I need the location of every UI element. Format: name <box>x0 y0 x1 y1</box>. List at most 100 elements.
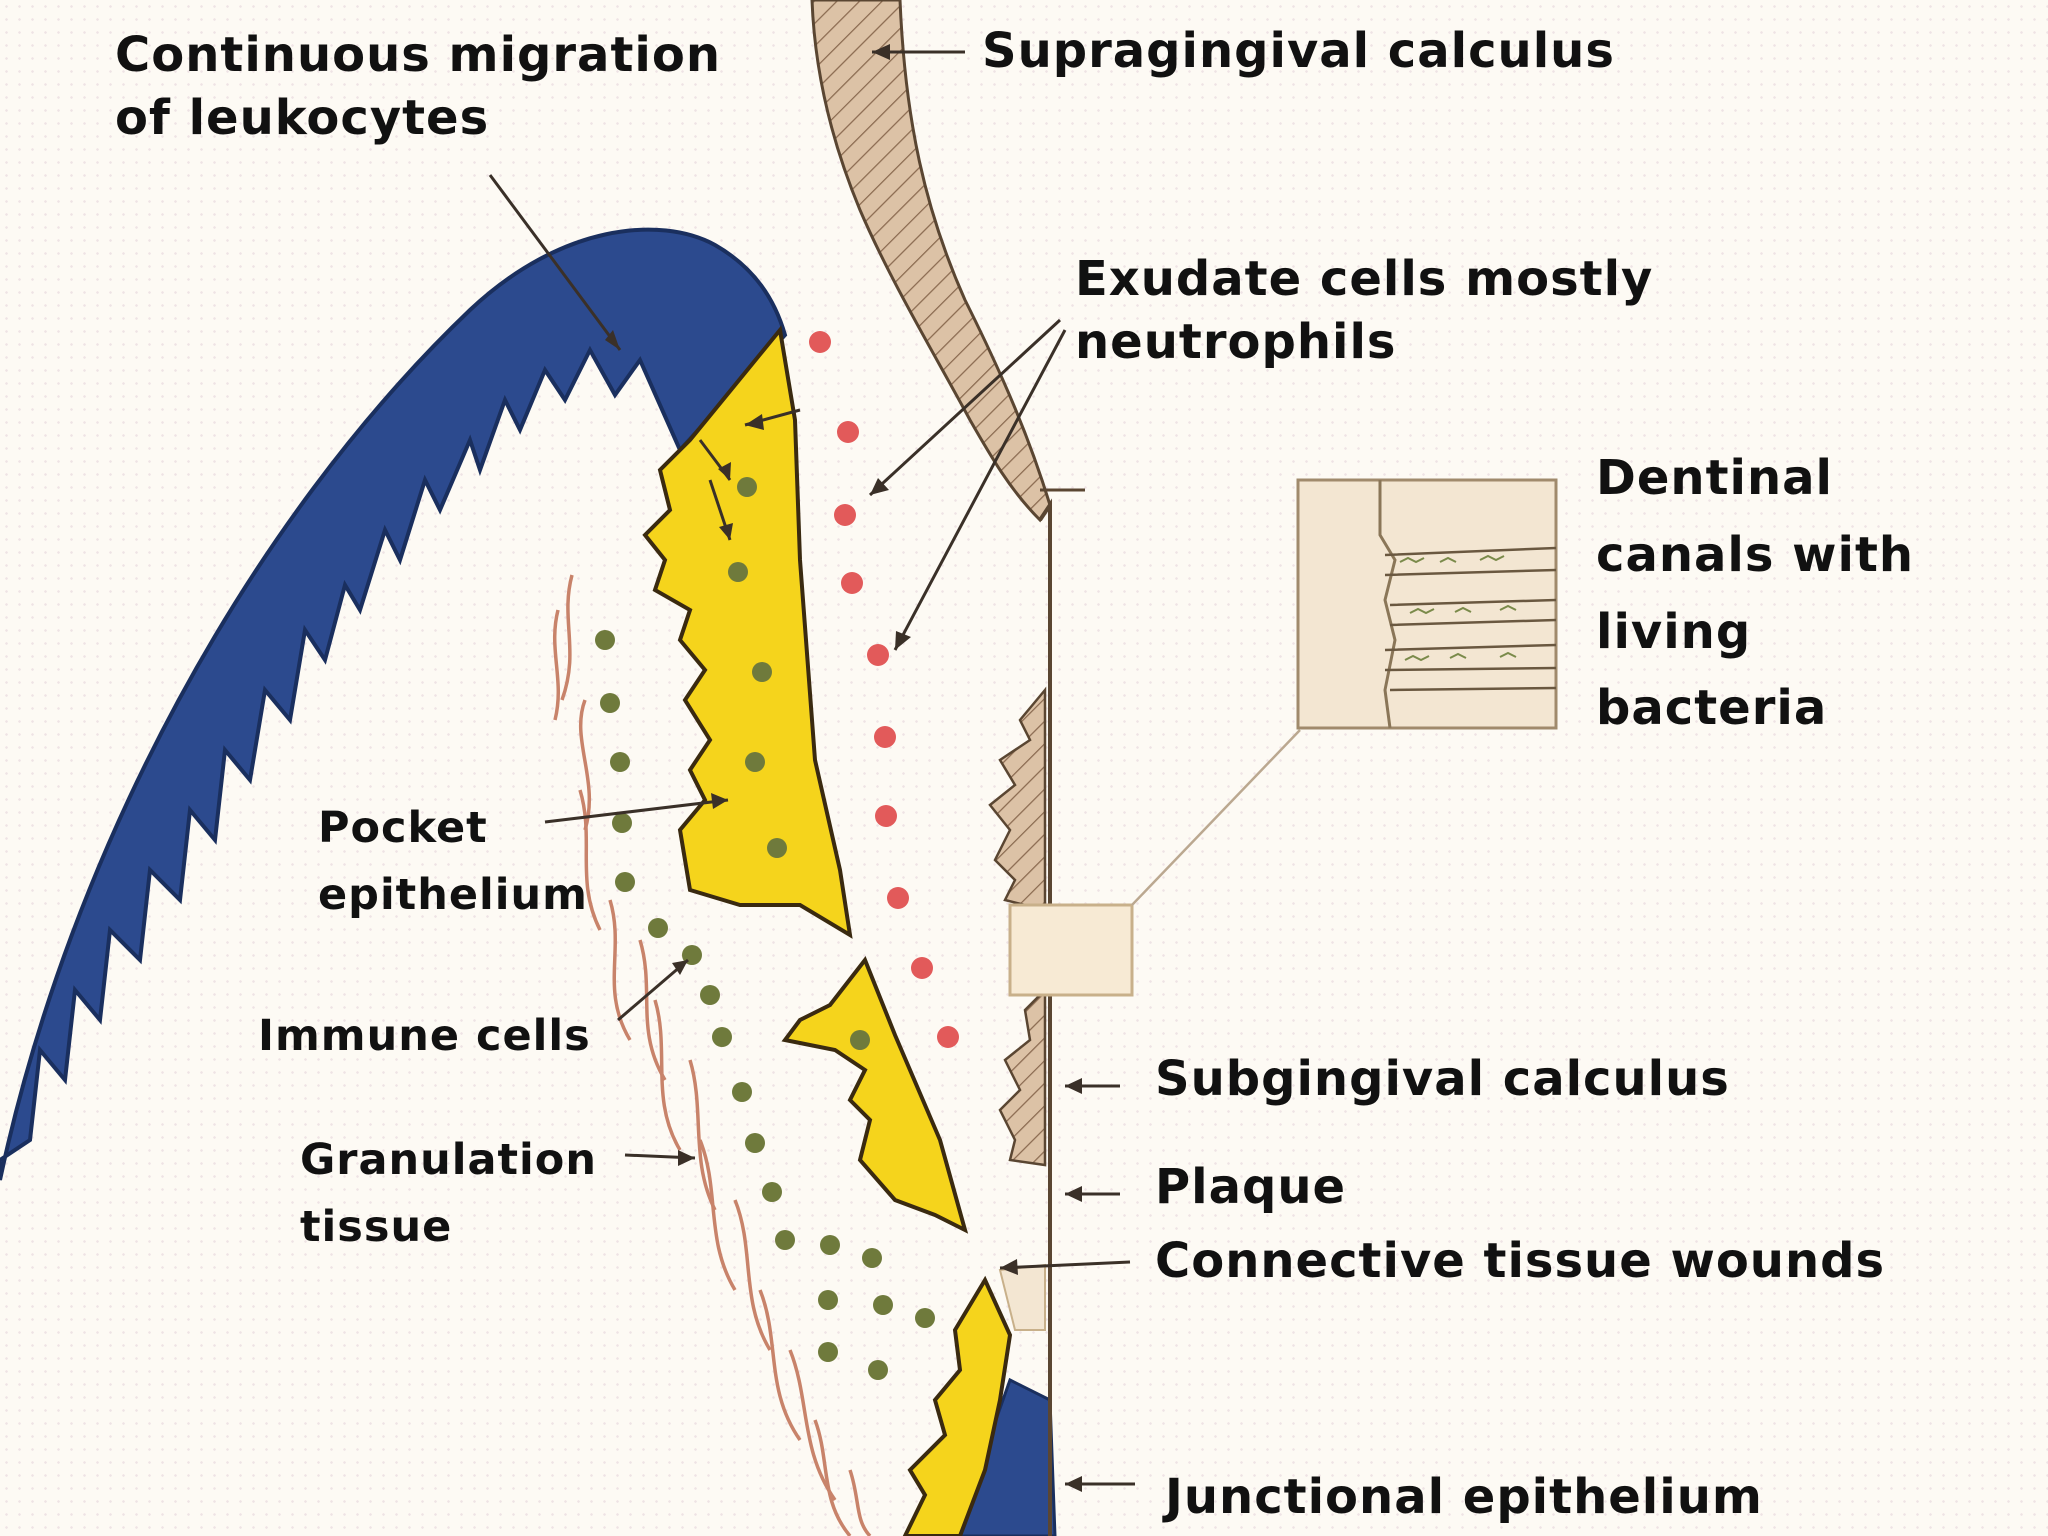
granulation-fibers <box>552 574 872 1536</box>
label-granulation-tissue-line-1: Granulation <box>300 1135 597 1185</box>
immune-cell-dot <box>752 662 772 682</box>
label-immune-cells: Immune cells <box>258 1008 591 1065</box>
immune-cell-dot <box>873 1295 893 1315</box>
label-pocket-epithelium-line-2: epithelium <box>318 869 588 920</box>
granulation-fiber <box>552 609 561 721</box>
immune-cell-dot <box>737 477 757 497</box>
leader-leukocyte-migration <box>488 174 622 351</box>
immune-cell-dot <box>745 1133 765 1153</box>
leader-connective-wounds <box>999 1260 1131 1270</box>
granulation-fiber <box>688 1059 717 1211</box>
inset-dentin-border <box>1378 480 1397 729</box>
granulation-fiber <box>733 1199 772 1351</box>
label-plaque-text: Plaque <box>1155 1159 1347 1215</box>
arrowhead-exudate-1 <box>870 478 889 495</box>
inset-canals <box>1384 546 1557 692</box>
label-granulation-tissue: Granulation tissue <box>300 1127 597 1260</box>
label-leukocyte-migration: Continuous migration of leukocytes <box>115 24 721 151</box>
immune-cell-dot <box>762 1182 782 1202</box>
neutrophil-dot <box>834 504 856 526</box>
granulation-fiber <box>788 1349 837 1502</box>
neutrophil-dot <box>911 957 933 979</box>
arrowhead-leukocyte <box>605 330 620 350</box>
immune-cell-dot <box>767 838 787 858</box>
neutrophil-dots <box>809 331 959 1048</box>
neutrophil-dot <box>937 1026 959 1048</box>
granulation-fiber <box>560 574 574 701</box>
label-dentinal-canals-line-4: bacteria <box>1596 680 1828 737</box>
label-pocket-epithelium: Pocket epithelium <box>318 795 588 928</box>
arrowhead-supragingival <box>872 44 890 60</box>
immune-cell-dot <box>600 693 620 713</box>
arrowhead-pocket <box>711 793 728 809</box>
label-dentinal-canals-line-3: living <box>1596 603 1752 660</box>
label-leukocyte-migration-line-2: of leukocytes <box>115 90 490 147</box>
neutrophil-dot <box>841 572 863 594</box>
subgingival-calculus-upper <box>988 686 1047 912</box>
label-supragingival-calculus: Supragingival calculus <box>982 20 1615 83</box>
arrowhead-leukocyte-3 <box>719 523 733 540</box>
label-junctional-epithelium-text: Junctional epithelium <box>1165 1469 1763 1525</box>
subgingival-calculus-lower <box>998 986 1047 1167</box>
neutrophil-dot <box>887 887 909 909</box>
leader-pocket-epithelium <box>544 798 729 824</box>
label-dentinal-canals-line-1: Dentinal <box>1596 450 1833 506</box>
label-exudate-cells-line-2: neutrophils <box>1075 314 1397 371</box>
immune-cell-dot <box>915 1308 935 1328</box>
arrowhead-connective <box>1000 1259 1018 1275</box>
granulation-fiber <box>638 939 667 1081</box>
inset-bacteria <box>1399 554 1517 662</box>
immune-cell-dot <box>775 1230 795 1250</box>
pocket-epithelium-upper <box>642 325 853 939</box>
arrowhead-subgingival <box>1065 1078 1082 1094</box>
arrowhead-leukocyte-1 <box>745 414 764 430</box>
arrowhead-granulation <box>678 1150 695 1166</box>
gingiva-outer-band <box>0 227 788 1181</box>
arrowhead-leukocyte-2 <box>718 462 731 480</box>
magnification-connector-upper <box>1131 729 1301 906</box>
neutrophil-dot <box>875 805 897 827</box>
immune-cell-dot <box>700 985 720 1005</box>
neutrophil-dot <box>837 421 859 443</box>
immune-cell-dot <box>610 752 630 772</box>
immune-cell-dot <box>732 1082 752 1102</box>
arrowhead-exudate-2 <box>895 631 911 650</box>
magnification-source-box <box>1008 903 1134 997</box>
label-connective-tissue-wounds-text: Connective tissue wounds <box>1155 1233 1886 1289</box>
immune-cell-dot <box>712 1027 732 1047</box>
label-dentinal-canals: Dentinal canals with living bacteria <box>1596 440 1914 747</box>
granulation-fiber <box>848 1469 872 1536</box>
label-exudate-cells-line-1: Exudate cells mostly <box>1075 251 1654 307</box>
connective-tissue-wound-area <box>998 1263 1046 1331</box>
immune-cell-dot <box>850 1030 870 1050</box>
immune-cell-dot <box>648 918 668 938</box>
junctional-epithelium-yellow <box>902 1275 1013 1536</box>
arrowhead-immune <box>672 960 688 975</box>
label-pocket-epithelium-line-1: Pocket <box>318 803 488 853</box>
immune-cell-dot <box>595 630 615 650</box>
granulation-fiber <box>578 789 602 931</box>
pocket-epithelium-lower <box>781 956 969 1234</box>
immune-cell-dot <box>615 872 635 892</box>
leader-lines <box>488 50 1135 1486</box>
label-dentinal-canals-line-2: canals with <box>1596 526 1915 583</box>
label-granulation-tissue-line-2: tissue <box>300 1201 453 1252</box>
leader-exudate-2 <box>893 329 1067 651</box>
label-connective-tissue-wounds: Connective tissue wounds <box>1155 1230 1885 1293</box>
immune-cell-dot <box>612 813 632 833</box>
immune-cell-dot <box>728 562 748 582</box>
granulation-fiber <box>608 899 632 1041</box>
label-leukocyte-migration-line-1: Continuous migration <box>115 27 721 83</box>
leader-immune-cells <box>617 958 689 1022</box>
immune-cell-dot <box>820 1235 840 1255</box>
immune-cell-dot <box>818 1290 838 1310</box>
neutrophil-dot <box>867 644 889 666</box>
label-subgingival-calculus: Subgingival calculus <box>1155 1048 1730 1111</box>
leader-exudate-1 <box>868 318 1062 497</box>
label-exudate-cells: Exudate cells mostly neutrophils <box>1075 248 1653 375</box>
label-plaque: Plaque <box>1155 1156 1346 1219</box>
granulation-fiber <box>578 699 592 831</box>
arrowheads <box>605 44 1082 1492</box>
neutrophil-dot <box>809 331 831 353</box>
immune-cell-dot <box>862 1248 882 1268</box>
